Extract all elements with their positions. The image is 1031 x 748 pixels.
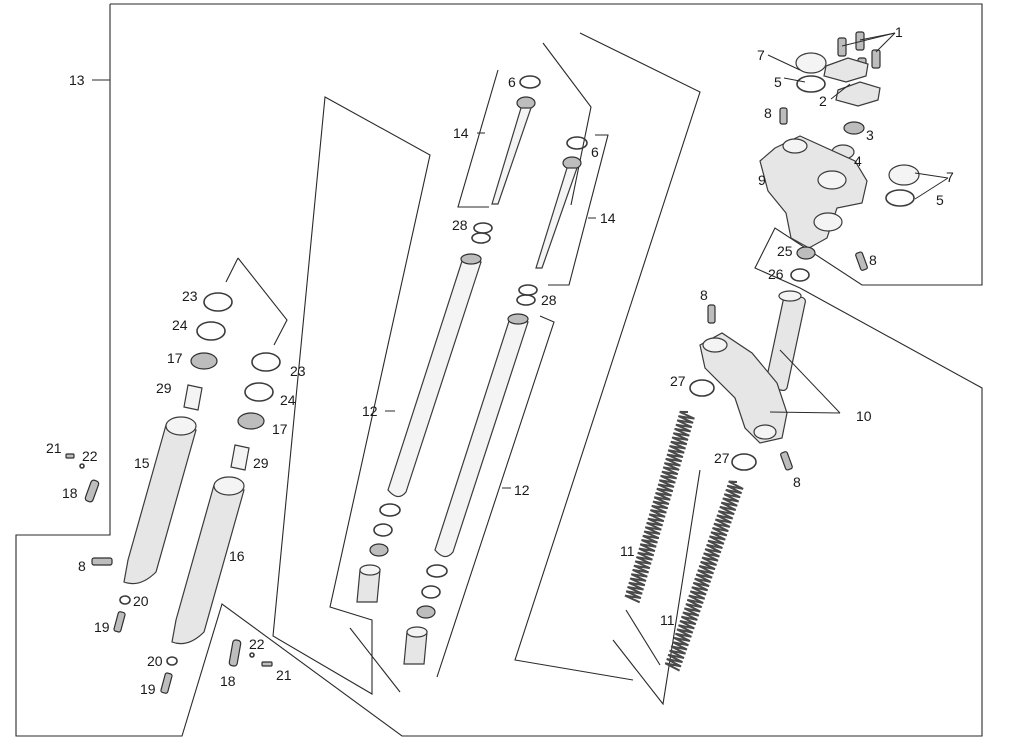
group-frame-right-tubes — [436, 32, 701, 681]
damper-rod-right — [516, 136, 588, 306]
callout-8c: 8 — [700, 287, 708, 303]
bolt-icon — [780, 451, 793, 471]
callout-22b: 22 — [249, 636, 265, 652]
bleed-screw-right — [228, 639, 273, 667]
outer-fork-leg-right — [160, 352, 281, 694]
clamp-half-icon — [835, 81, 881, 107]
outer-fork-leg-left — [91, 292, 233, 633]
oring-icon — [885, 189, 915, 207]
callout-8e: 8 — [78, 558, 86, 574]
callout-5a: 5 — [774, 74, 782, 90]
callout-17a: 17 — [167, 350, 183, 366]
callout-27b: 27 — [714, 450, 730, 466]
callout-18b: 18 — [220, 673, 236, 689]
callout-23b: 23 — [290, 363, 306, 379]
callout-8d: 8 — [793, 474, 801, 490]
inner-tube-left — [387, 253, 482, 498]
bolt-icon — [91, 557, 113, 566]
bolt-icon — [113, 611, 126, 633]
callout-14b: 14 — [600, 210, 616, 226]
leader-lines — [92, 32, 949, 489]
callout-20b: 20 — [147, 653, 163, 669]
group-frame-tubes — [272, 96, 431, 695]
fork-spring-left — [624, 410, 695, 604]
tube-bushings-right — [403, 564, 448, 665]
callout-13: 13 — [69, 72, 85, 88]
callout-25: 25 — [777, 243, 793, 259]
callout-18a: 18 — [62, 485, 78, 501]
callout-19a: 19 — [94, 619, 110, 635]
callout-7b: 7 — [946, 169, 954, 185]
callout-12b: 12 — [514, 482, 530, 498]
callout-29b: 29 — [253, 455, 269, 471]
callout-20a: 20 — [133, 593, 149, 609]
callout-11b: 11 — [660, 612, 675, 628]
callout-28a: 28 — [452, 217, 468, 233]
callout-4: 4 — [854, 153, 862, 169]
callout-16: 16 — [229, 548, 245, 564]
callout-29a: 29 — [156, 380, 172, 396]
callout-1: 1 — [895, 24, 903, 40]
callout-12a: 12 — [362, 403, 378, 419]
callout-3: 3 — [866, 127, 874, 143]
callout-labels: 1 2 3 4 5 5 6 6 7 7 8 8 8 8 8 9 10 11 11… — [46, 24, 954, 697]
nut-icon — [843, 121, 865, 135]
callout-2: 2 — [819, 93, 827, 109]
assembly-frame-13 — [15, 3, 983, 737]
callout-14a: 14 — [453, 125, 469, 141]
steering-stem-assembly — [689, 290, 806, 471]
callout-6a: 6 — [508, 74, 516, 90]
bolt-icon — [160, 672, 173, 694]
callout-21a: 21 — [46, 440, 62, 456]
tube-bushings-left — [356, 503, 401, 603]
bolt-icon — [779, 107, 788, 125]
washer-icon — [790, 268, 810, 282]
callout-23a: 23 — [182, 288, 198, 304]
group-frame-springs — [612, 469, 701, 706]
lower-triple-clamp-icon — [699, 332, 788, 444]
callout-22a: 22 — [82, 448, 98, 464]
callout-6b: 6 — [591, 144, 599, 160]
fork-spring-right — [664, 480, 744, 672]
callout-5b: 5 — [936, 192, 944, 208]
bleed-screw-left — [65, 453, 100, 503]
callout-7a: 7 — [757, 47, 765, 63]
upper-triple-clamp-icon — [759, 135, 868, 249]
clamp-half-icon — [823, 57, 869, 83]
callout-24a: 24 — [172, 317, 188, 333]
callout-19b: 19 — [140, 681, 156, 697]
callout-26: 26 — [768, 266, 784, 282]
washer-icon — [731, 453, 757, 471]
callout-9: 9 — [758, 172, 766, 188]
callout-8b: 8 — [869, 252, 877, 268]
callout-28b: 28 — [541, 292, 557, 308]
bolt-icon — [855, 251, 868, 271]
bolt-icon — [707, 304, 716, 324]
inner-tube-right — [434, 313, 529, 558]
damper-rod-left — [471, 75, 541, 244]
callout-17b: 17 — [272, 421, 288, 437]
nut-icon — [796, 246, 816, 260]
callout-8a: 8 — [764, 105, 772, 121]
callout-11a: 11 — [620, 543, 635, 559]
group-frame-fork-left — [225, 257, 288, 346]
callout-10: 10 — [856, 408, 872, 424]
callout-24b: 24 — [280, 392, 296, 408]
callout-21b: 21 — [276, 667, 292, 683]
cap-icon — [795, 52, 827, 74]
callout-27a: 27 — [670, 373, 686, 389]
washer-icon — [689, 379, 715, 397]
callout-15: 15 — [134, 455, 150, 471]
oring-icon — [796, 75, 826, 93]
cap-icon — [888, 164, 920, 186]
upper-clamp-assembly — [759, 31, 920, 282]
